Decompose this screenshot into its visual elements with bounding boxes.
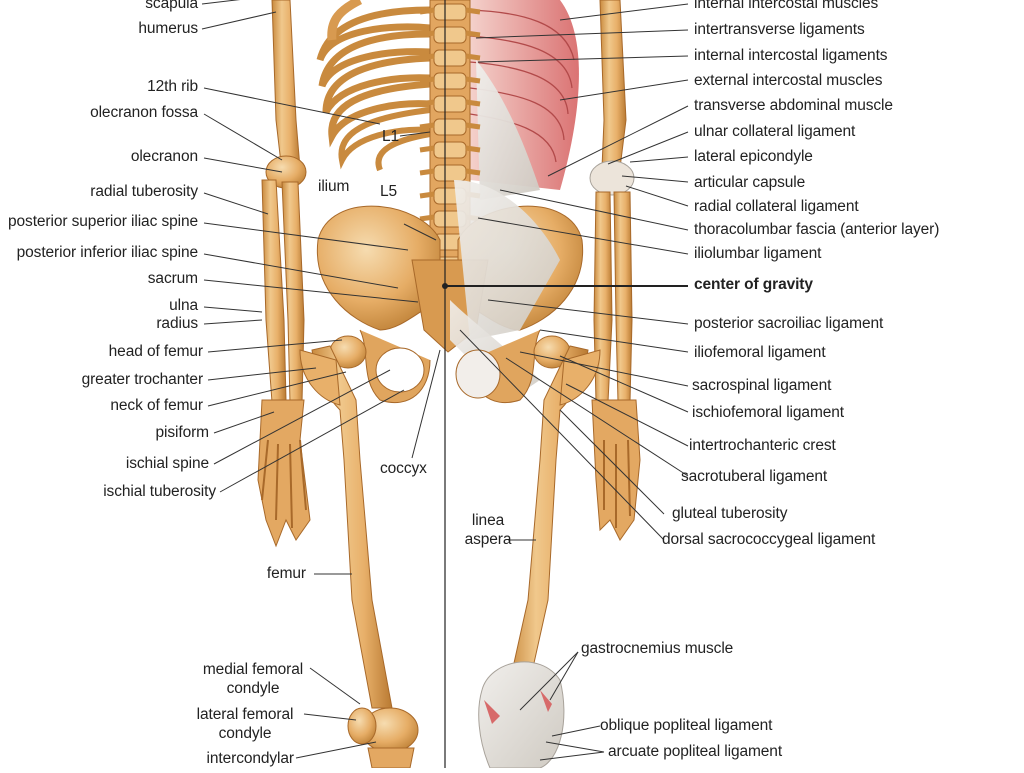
leader-lines	[201, 0, 689, 761]
label-l5: L5	[380, 183, 398, 200]
label-12th-rib: 12th rib	[147, 78, 198, 95]
transverse-process	[419, 99, 481, 107]
vertebra	[433, 118, 467, 136]
transverse-process	[419, 30, 481, 38]
vertebra	[433, 72, 467, 90]
label-oblique-popliteal-ligament: oblique popliteal ligament	[600, 717, 773, 734]
vertebra	[433, 26, 467, 44]
gravity-point	[442, 283, 448, 289]
label-ischiofemoral-ligament: ischiofemoral ligament	[692, 404, 845, 421]
transverse-process	[419, 168, 481, 176]
label-humerus: humerus	[138, 20, 198, 37]
label-gluteal-tuberosity: gluteal tuberosity	[672, 505, 788, 522]
label-sacrospinal-ligament: sacrospinal ligament	[692, 377, 832, 394]
rib-cage	[316, 0, 579, 200]
label-articular-capsule: articular capsule	[694, 174, 806, 191]
label-olecranon-fossa: olecranon fossa	[90, 104, 198, 121]
label-posterior-inferior-iliac-spine: posterior inferior iliac spine	[16, 244, 198, 261]
label-ischial-spine: ischial spine	[125, 455, 209, 472]
label-l1: L1	[382, 128, 400, 145]
label-coccyx: coccyx	[380, 460, 427, 477]
label-sacrum: sacrum	[147, 270, 198, 287]
vertebra	[433, 95, 467, 113]
label-radial-collateral-ligament: radial collateral ligament	[694, 198, 859, 215]
label-linea-aspera: linea aspera	[464, 512, 512, 548]
label-olecranon: olecranon	[130, 148, 198, 165]
label-medial-femoral-condyle: medial femoral condyle	[202, 661, 304, 697]
transverse-process	[419, 76, 481, 84]
label-external-intercostal-muscles: external intercostal muscles	[694, 72, 883, 89]
label-neck-of-femur: neck of femur	[110, 397, 203, 414]
label-scapula: scapula	[145, 0, 198, 12]
label-intercondylar: intercondylar	[206, 750, 295, 767]
vertebra	[433, 3, 467, 21]
label-ulnar-collateral-ligament: ulnar collateral ligament	[694, 123, 856, 140]
label-dorsal-sacrococcygeal-ligament: dorsal sacrococcygeal ligament	[662, 531, 876, 548]
label-intertransverse-ligaments: intertransverse ligaments	[694, 21, 865, 38]
label-radius: radius	[156, 315, 198, 332]
label-arcuate-popliteal-ligament: arcuate popliteal ligament	[608, 743, 783, 760]
label-posterior-superior-iliac-spine: posterior superior iliac spine	[8, 213, 198, 230]
label-ischial-tuberosity: ischial tuberosity	[103, 483, 216, 500]
label-posterior-sacroiliac-ligament: posterior sacroiliac ligament	[694, 315, 884, 332]
label-gastrocnemius-muscle: gastrocnemius muscle	[581, 640, 734, 657]
vertebra	[433, 164, 467, 182]
label-pisiform: pisiform	[155, 424, 210, 441]
label-femur: femur	[266, 565, 306, 582]
label-lateral-femoral-condyle: lateral femoral condyle	[196, 706, 294, 742]
label-internal-intercostal-ligaments: internal intercostal ligaments	[694, 47, 888, 64]
right-arm-bones	[589, 0, 641, 541]
label-head-of-femur: head of femur	[108, 343, 203, 360]
label-iliolumbar-ligament: iliolumbar ligament	[694, 245, 822, 262]
left-arm-bones	[257, 0, 311, 548]
vertebra	[433, 49, 467, 67]
label-center-of-gravity: center of gravity	[694, 276, 813, 293]
label-sacrotuberal-ligament: sacrotuberal ligament	[681, 468, 828, 485]
label-greater-trochanter: greater trochanter	[81, 371, 204, 388]
transverse-process	[419, 145, 481, 153]
label-lateral-epicondyle: lateral epicondyle	[694, 148, 813, 165]
label-internal-intercostal-muscles: internal intercostal muscles	[694, 0, 879, 12]
transverse-process	[419, 53, 481, 61]
label-iliofemoral-ligament: iliofemoral ligament	[694, 344, 826, 361]
pelvis	[316, 180, 584, 404]
label-radial-tuberosity: radial tuberosity	[90, 183, 198, 200]
label-transverse-abdominal-muscle: transverse abdominal muscle	[694, 97, 893, 114]
label-ilium: ilium	[318, 178, 350, 195]
leg-bones	[299, 335, 601, 769]
label-intertrochanteric-crest: intertrochanteric crest	[689, 437, 836, 454]
label-ulna: ulna	[169, 297, 198, 314]
label-thoracolumbar-fascia: thoracolumbar fascia (anterior layer)	[694, 221, 940, 238]
transverse-process	[419, 7, 481, 15]
transverse-process	[419, 122, 481, 130]
vertebra	[433, 141, 467, 159]
